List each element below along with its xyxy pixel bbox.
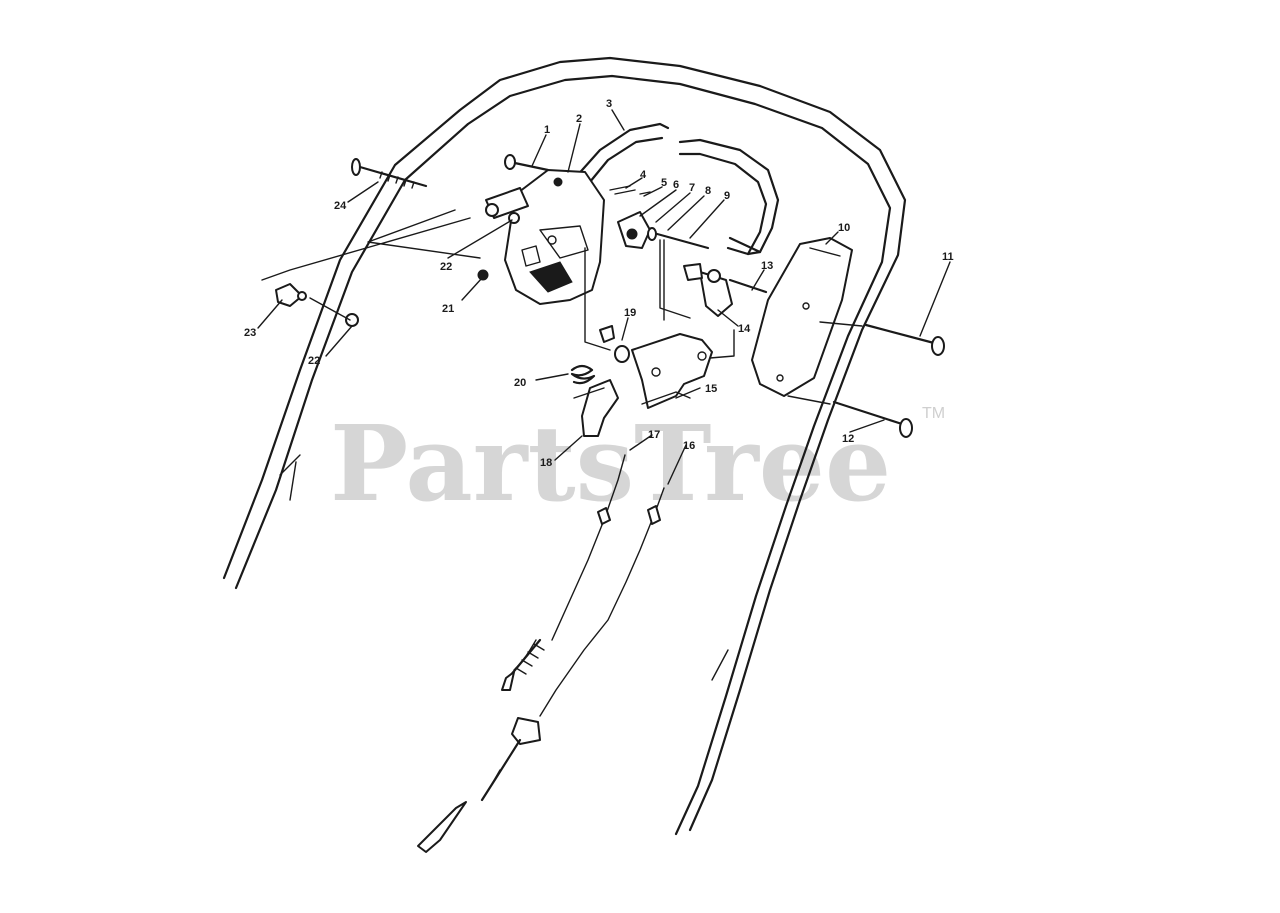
bolt-11 — [864, 323, 945, 356]
right-lever — [683, 263, 768, 317]
callout-13: 13 — [761, 260, 773, 272]
callout-2: 2 — [576, 113, 582, 125]
lever-clamp — [617, 211, 710, 250]
spring — [570, 325, 615, 385]
callout-3: 3 — [606, 98, 612, 110]
callout-6: 6 — [673, 179, 679, 191]
nut-21 — [477, 269, 489, 281]
callout-1: 1 — [544, 124, 550, 136]
bolt-12 — [832, 400, 913, 438]
callout-7: 7 — [689, 182, 695, 194]
callout-19: 19 — [624, 307, 636, 319]
callout-labels: 1 2 3 4 5 6 7 8 9 10 11 12 13 14 15 16 1… — [244, 98, 954, 469]
callout-18: 18 — [540, 457, 552, 469]
callout-22-lower: 22 — [308, 355, 320, 367]
callout-23: 23 — [244, 327, 256, 339]
callout-8: 8 — [705, 185, 711, 197]
callout-10: 10 — [838, 222, 850, 234]
watermark-text: PartsTree — [330, 402, 891, 525]
callout-15: 15 — [705, 383, 717, 395]
callout-17: 17 — [648, 429, 660, 441]
callout-12: 12 — [842, 433, 854, 445]
cable-16 — [417, 487, 665, 853]
washer-19 — [614, 345, 630, 363]
bolt-1 — [504, 154, 550, 172]
nut-22-lower — [345, 313, 359, 327]
callout-11: 11 — [942, 251, 954, 263]
callout-4: 4 — [640, 169, 647, 181]
callout-21: 21 — [442, 303, 454, 315]
assembly-lines — [261, 209, 863, 405]
callout-16: 16 — [683, 440, 695, 452]
watermark-trademark: TM — [922, 405, 945, 422]
handle-frame — [222, 56, 907, 836]
small-hardware — [609, 185, 651, 195]
bolt-24 — [351, 158, 428, 189]
callout-5: 5 — [661, 177, 667, 189]
right-cover — [751, 237, 853, 397]
control-housing — [504, 169, 605, 305]
callout-24: 24 — [334, 200, 347, 212]
callout-22-upper: 22 — [440, 261, 452, 273]
cable-17 — [501, 454, 626, 691]
leader-lines — [257, 109, 951, 485]
link-arm — [485, 187, 529, 219]
callout-14: 14 — [738, 323, 751, 335]
bracket — [631, 333, 713, 409]
bushing-23 — [275, 283, 307, 307]
trigger-lever — [573, 379, 619, 437]
callout-20: 20 — [514, 377, 526, 389]
callout-9: 9 — [724, 190, 730, 202]
